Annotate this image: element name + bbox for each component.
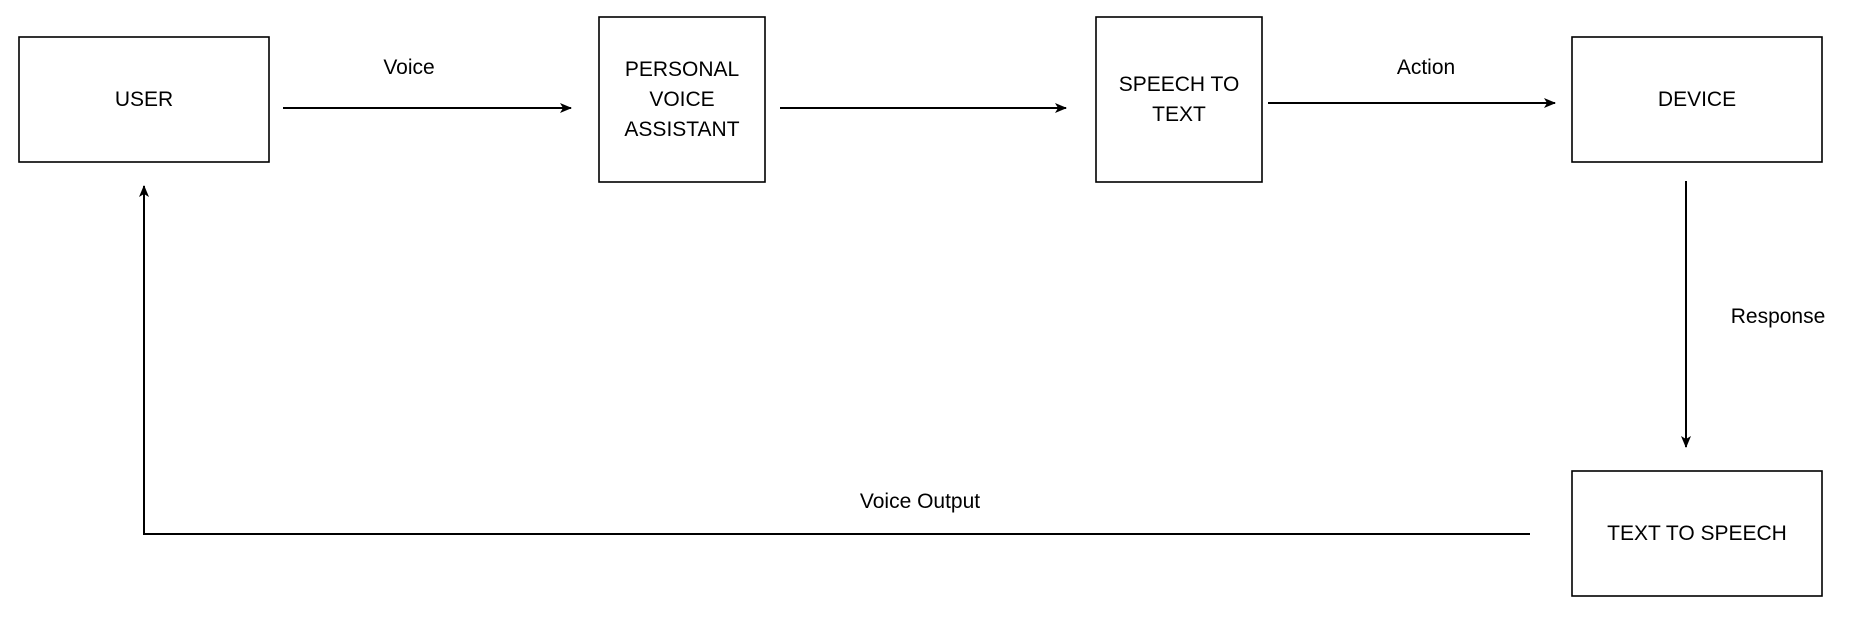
node-personal-voice-assistant: PERSONAL VOICE ASSISTANT <box>598 16 766 183</box>
node-speech-to-text-box <box>1095 16 1263 183</box>
node-user: USER <box>18 36 270 163</box>
node-personal-voice-assistant-label-line1: PERSONAL <box>625 58 739 81</box>
node-device-label: DEVICE <box>1658 88 1736 111</box>
edge-label-action: Action <box>1397 56 1455 79</box>
node-personal-voice-assistant-box <box>598 16 766 183</box>
node-text-to-speech: TEXT TO SPEECH <box>1571 470 1823 597</box>
node-device: DEVICE <box>1571 36 1823 163</box>
node-text-to-speech-box <box>1571 470 1823 597</box>
edge-label-voice: Voice <box>383 56 434 79</box>
node-speech-to-text-label-line2: TEXT <box>1152 103 1206 126</box>
edge-tts-to-user <box>139 185 1530 535</box>
edge-label-voice-output: Voice Output <box>860 490 980 513</box>
node-personal-voice-assistant-label-line3: ASSISTANT <box>624 118 739 141</box>
node-personal-voice-assistant-label-line2: VOICE <box>649 88 714 111</box>
node-text-to-speech-label: TEXT TO SPEECH <box>1607 522 1787 545</box>
node-device-box <box>1571 36 1823 163</box>
edge-label-response: Response <box>1731 305 1826 328</box>
node-user-box <box>18 36 270 163</box>
node-user-label: USER <box>115 88 173 111</box>
node-speech-to-text: SPEECH TO TEXT <box>1095 16 1263 183</box>
node-speech-to-text-label-line1: SPEECH TO <box>1119 73 1240 96</box>
